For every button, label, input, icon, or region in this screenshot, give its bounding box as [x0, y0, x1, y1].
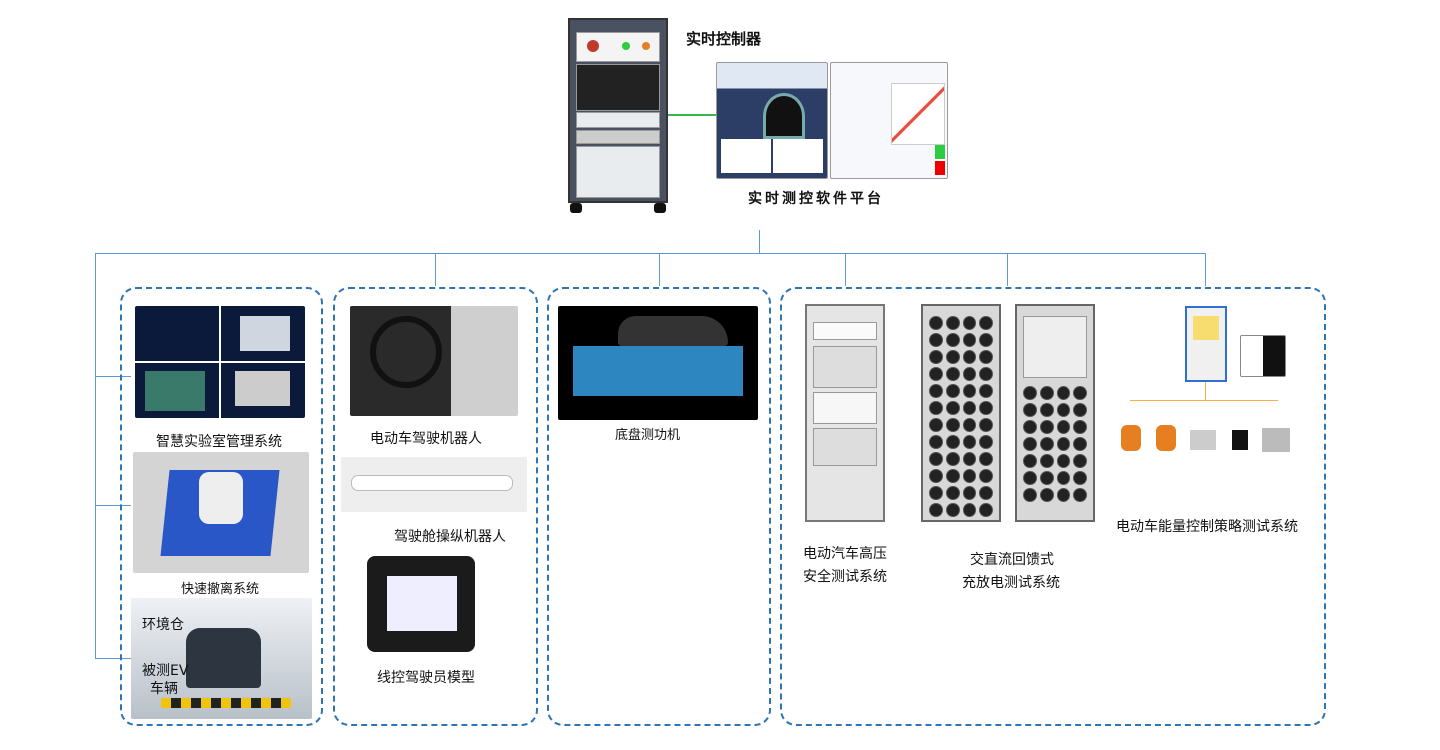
ev-label-line2: 车辆 — [150, 681, 178, 697]
software-screenshot-1 — [716, 62, 828, 179]
env-chamber-label: 环境仓 — [142, 617, 184, 633]
lab-group — [120, 287, 323, 726]
evacuation-label: 快速撤离系统 — [181, 582, 260, 597]
acdc-rack-1 — [921, 304, 1001, 522]
driver-robot-image — [350, 306, 518, 416]
connector-line — [845, 253, 846, 286]
energy-strategy-cabinet — [1185, 306, 1227, 382]
orange-connector — [1130, 400, 1278, 401]
device-icon — [1156, 425, 1176, 451]
hv-safety-label-2: 安全测试系统 — [803, 569, 887, 585]
connector-line — [95, 658, 131, 659]
device-icon — [1262, 428, 1290, 452]
wheel-icon — [570, 203, 582, 213]
device-icon — [1190, 430, 1216, 450]
connector-line — [95, 376, 131, 377]
software-label: 实时测控软件平台 — [748, 191, 884, 207]
energy-strategy-label: 电动车能量控制策略测试系统 — [1116, 519, 1298, 535]
cockpit-robot-image — [341, 457, 527, 512]
connector-line — [95, 505, 131, 506]
orange-connector — [1205, 382, 1206, 400]
acdc-label-1: 交直流回馈式 — [970, 552, 1054, 568]
bywire-driver-image — [367, 556, 475, 652]
hv-safety-label-1: 电动汽车高压 — [803, 546, 887, 562]
connector-line — [435, 253, 436, 286]
realtime-controller-rack — [568, 18, 668, 203]
connector-line — [95, 253, 96, 658]
test-group — [780, 287, 1326, 726]
chassis-dyno-label: 底盘测功机 — [615, 428, 681, 443]
lab-dashboard-image — [135, 306, 305, 418]
controller-label: 实时控制器 — [686, 30, 762, 48]
connector-line — [95, 253, 1205, 254]
connector-line — [759, 230, 760, 253]
chassis-dyno-image — [558, 306, 758, 420]
software-screenshot-2 — [830, 62, 948, 179]
connector-line — [659, 253, 660, 286]
device-icon — [1121, 425, 1141, 451]
connector-line — [1007, 253, 1008, 286]
connector-line — [1205, 253, 1206, 286]
env-chamber-image — [131, 598, 312, 719]
laptop-image — [1240, 335, 1286, 377]
cockpit-robot-label: 驾驶舱操纵机器人 — [394, 529, 506, 545]
lab-mgmt-label: 智慧实验室管理系统 — [156, 434, 282, 450]
acdc-rack-2 — [1015, 304, 1095, 522]
device-icon — [1232, 430, 1248, 450]
evacuation-image — [133, 452, 309, 573]
dyno-group — [547, 287, 771, 726]
hv-safety-rack — [805, 304, 885, 522]
green-link-line — [668, 114, 716, 116]
acdc-label-2: 充放电测试系统 — [962, 575, 1060, 591]
driver-robot-label: 电动车驾驶机器人 — [370, 431, 482, 447]
robot-group — [333, 287, 538, 726]
ev-label-line1: 被测EV — [142, 663, 189, 679]
bywire-driver-label: 线控驾驶员模型 — [377, 670, 475, 686]
wheel-icon — [654, 203, 666, 213]
